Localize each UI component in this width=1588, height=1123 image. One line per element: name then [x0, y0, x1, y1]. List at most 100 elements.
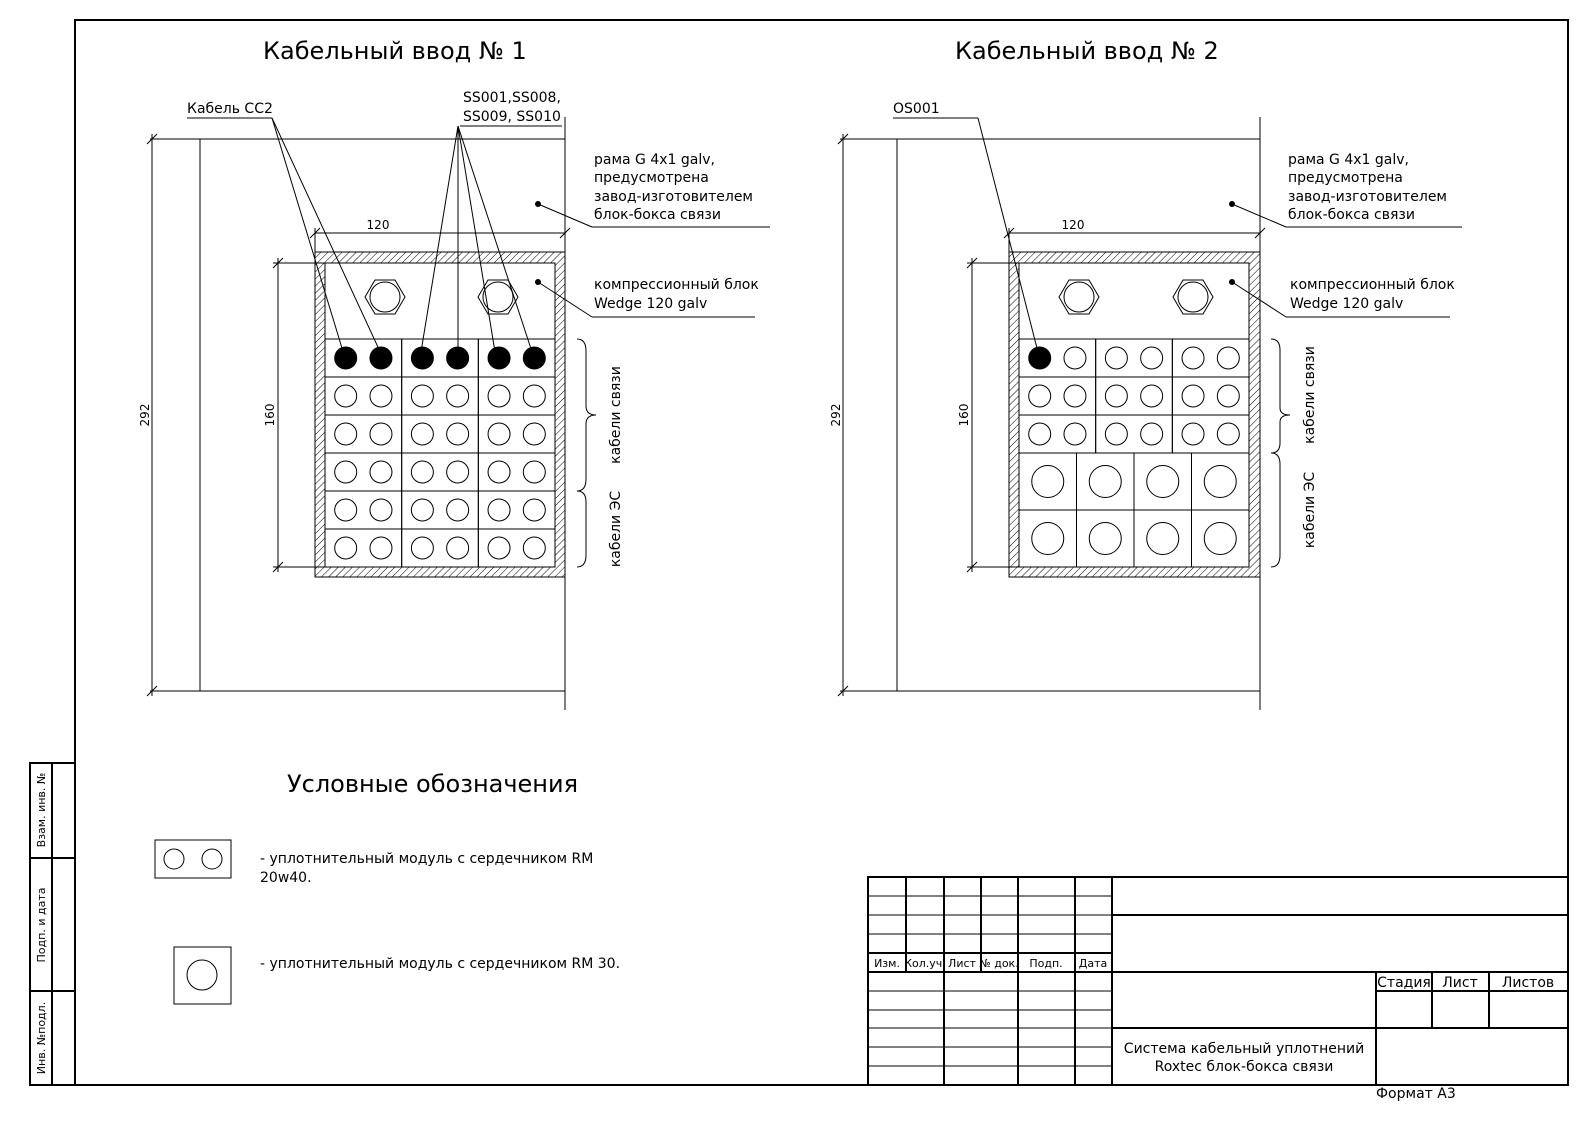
- cable-core-empty: [1216, 384, 1240, 408]
- entry2-block-line2: Wedge 120 galv: [1290, 296, 1403, 312]
- legend: Условные обозначения - уплотнительный мо…: [154, 770, 620, 1005]
- cable-core-empty: [1140, 384, 1164, 408]
- cable-core-empty: [1181, 422, 1205, 446]
- entry1-block-line1: компрессионный блок: [594, 277, 759, 293]
- tb-col-ndok: № док.: [979, 957, 1018, 970]
- entry1-callout-block: компрессионный блок Wedge 120 galv: [535, 277, 759, 318]
- cable-core-empty: [334, 460, 358, 484]
- cable-core-empty: [334, 384, 358, 408]
- tb-col-izm: Изм.: [874, 957, 900, 970]
- cable-core-empty: [1140, 346, 1164, 370]
- tb-listov: Листов: [1502, 975, 1554, 991]
- entry2-dim-width-text: 120: [1062, 218, 1085, 232]
- entry2-dim-total: 292: [829, 133, 849, 697]
- entry2-frame-line1: рама G 4x1 galv,: [1288, 152, 1409, 168]
- cable-core-empty: [1104, 346, 1128, 370]
- cable-core-empty: [487, 536, 511, 560]
- cable-core-empty: [522, 498, 546, 522]
- cable-core-empty: [1104, 422, 1128, 446]
- cable-core-empty: [1028, 384, 1052, 408]
- entry1-group-es: кабели ЭС: [608, 491, 624, 568]
- tb-list: Лист: [1442, 975, 1477, 991]
- title-block-rows: [868, 895, 1112, 1067]
- legend-title: Условные обозначения: [287, 770, 578, 798]
- cable-core-empty: [1063, 384, 1087, 408]
- entry1-title: Кабельный ввод № 1: [263, 37, 527, 65]
- entry2-title: Кабельный ввод № 2: [955, 37, 1219, 65]
- entry2-braces: кабели связи кабели ЭС: [1270, 338, 1318, 568]
- format-label: Формат А3: [1376, 1086, 1456, 1102]
- cable-core-empty: [1031, 465, 1065, 498]
- cable-core-empty: [410, 498, 434, 522]
- cable-core-empty: [369, 422, 393, 446]
- entry2-dim-inner: 160: [957, 257, 1019, 573]
- cable-core-empty: [446, 498, 470, 522]
- cable-core-empty: [1146, 465, 1180, 498]
- cable-core-empty: [1181, 384, 1205, 408]
- legend-item1-line2: 20w40.: [260, 870, 312, 886]
- module-rm30: [1191, 509, 1250, 568]
- tb-col-data: Дата: [1079, 957, 1107, 970]
- cable-core-empty: [446, 422, 470, 446]
- cable-core-occupied: [1028, 346, 1052, 370]
- entry2-block-line1: компрессионный блок: [1290, 277, 1455, 293]
- legend-symbol-rm30: [173, 946, 232, 1005]
- title-block: Изм. Кол.уч. Лист № док. Подп. Дата Стад…: [867, 876, 1569, 1086]
- cable-core-empty: [334, 422, 358, 446]
- cable-core-empty: [487, 422, 511, 446]
- cable-core-empty: [334, 498, 358, 522]
- entry1-callout-cc2: Кабель СС2: [187, 101, 384, 359]
- entry1-block-line2: Wedge 120 galv: [594, 296, 707, 312]
- cable-core-empty: [1063, 422, 1087, 446]
- entry1-modules: [324, 338, 556, 568]
- entry1-group-comm: кабели связи: [608, 366, 624, 464]
- cable-core-empty: [1216, 422, 1240, 446]
- cable-core-empty: [410, 460, 434, 484]
- entry2-dim-inner-text: 160: [957, 404, 971, 427]
- cable-core-empty: [446, 384, 470, 408]
- cable-core-empty: [1031, 522, 1065, 555]
- entry1-callout-ss-line2: SS009, SS010: [463, 109, 561, 125]
- cable-core-empty: [1203, 522, 1237, 555]
- cable-core-empty: [1203, 465, 1237, 498]
- entry2-dim-total-text: 292: [829, 404, 843, 427]
- cable-core-empty: [522, 536, 546, 560]
- cable-core-occupied: [369, 346, 393, 370]
- cable-core-empty: [487, 498, 511, 522]
- tb-name-line2: Roxtec блок-бокса связи: [1155, 1059, 1334, 1075]
- cable-core-empty: [446, 536, 470, 560]
- cable-core-empty: [1146, 522, 1180, 555]
- entry1-braces: кабели связи кабели ЭС: [576, 338, 624, 568]
- cable-core-empty: [369, 498, 393, 522]
- cable-entry-2: Кабельный ввод № 2 292 120: [829, 37, 1462, 710]
- entry2-callout-block: компрессионный блок Wedge 120 galv: [1229, 277, 1455, 318]
- entry2-group-es: кабели ЭС: [1302, 472, 1318, 549]
- entry1-frame-line1: рама G 4x1 galv,: [594, 152, 715, 168]
- cable-core-empty: [1104, 384, 1128, 408]
- tb-name-line1: Система кабельный уплотнений: [1124, 1041, 1364, 1057]
- module-rm20w40: [477, 528, 556, 568]
- cable-core-occupied: [410, 346, 434, 370]
- cable-core-empty: [369, 384, 393, 408]
- entry2-modules: [1018, 338, 1250, 568]
- entry1-frame-line3: завод-изготовителем: [594, 189, 753, 205]
- side-stamp-podp: Подп. и дата: [35, 888, 48, 963]
- entry1-dim-total: 292: [138, 133, 158, 697]
- tb-col-list: Лист: [948, 957, 976, 970]
- entry1-dim-inner: 160: [263, 257, 325, 573]
- entry2-callout-os001: OS001: [893, 101, 1040, 357]
- cable-core-empty: [410, 536, 434, 560]
- entry2-callout-os001-text: OS001: [893, 101, 940, 117]
- cable-core-empty: [522, 422, 546, 446]
- cable-core-empty: [1088, 465, 1122, 498]
- entry2-callout-frame: рама G 4x1 galv, предусмотрена завод-изг…: [1229, 152, 1462, 228]
- cable-core-empty: [487, 460, 511, 484]
- cable-core-empty: [410, 422, 434, 446]
- cable-core-empty: [369, 536, 393, 560]
- cable-core-occupied: [334, 346, 358, 370]
- cable-core-empty: [487, 384, 511, 408]
- cable-core-empty: [1181, 346, 1205, 370]
- entry2-group-comm: кабели связи: [1302, 346, 1318, 444]
- sheet-frame: [74, 19, 1569, 1086]
